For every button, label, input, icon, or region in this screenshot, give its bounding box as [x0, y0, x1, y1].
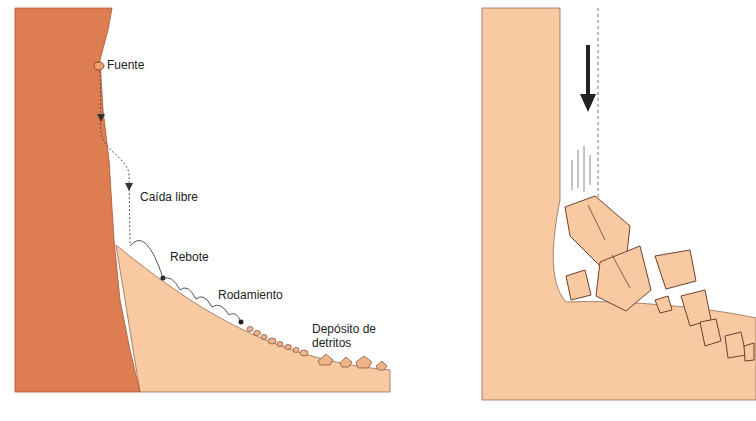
motion-streaks [572, 146, 590, 192]
former-face-line [598, 8, 599, 205]
arrowhead [125, 183, 133, 191]
block-cracks [588, 205, 630, 288]
fall-arrowhead [580, 94, 596, 112]
stage-label: Rodamiento [218, 288, 283, 302]
stage-label: Depósito de detritos [312, 322, 386, 350]
source-rock [94, 62, 104, 70]
stage-label: Fuente [107, 58, 144, 72]
bounce-path [130, 240, 163, 278]
rolling-dot [239, 320, 244, 325]
cliff-and-ground [482, 8, 756, 400]
trajectory [100, 71, 130, 245]
stage-label: Rebote [170, 250, 209, 264]
stage-label: Caída libre [140, 190, 198, 204]
arrowhead [97, 114, 105, 122]
slope [116, 245, 390, 392]
fall-arrow [586, 45, 590, 96]
falling-blocks [565, 196, 754, 361]
